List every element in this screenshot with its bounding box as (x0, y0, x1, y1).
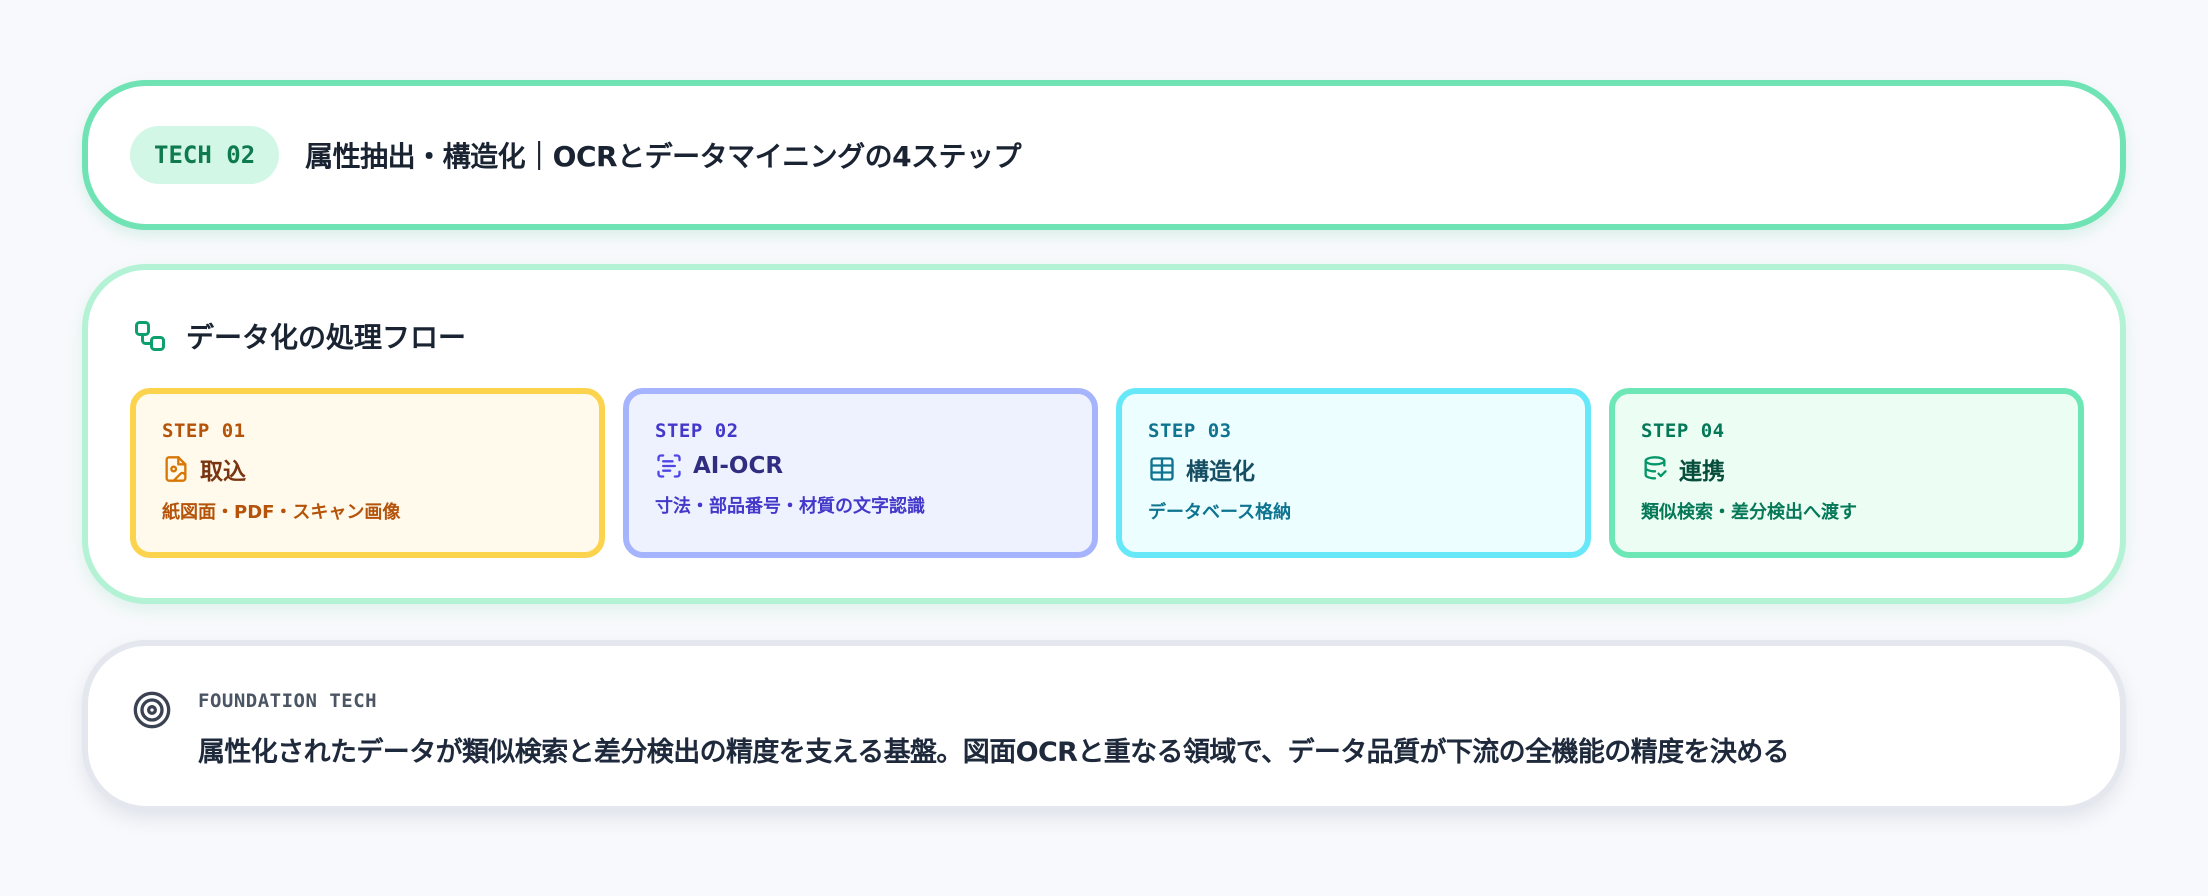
database-icon (1641, 455, 1669, 483)
step-name: 連携 (1679, 459, 1725, 485)
header-card: TECH 02 属性抽出・構造化｜OCRとデータマイニングの4ステップ (82, 80, 2126, 230)
header-title: 属性抽出・構造化｜OCRとデータマイニングの4ステップ (305, 140, 1022, 173)
scan-text-icon (655, 452, 683, 480)
step-card-02: STEP 02 AI-OCR 寸法・部品番号・材質の文字認識 (623, 388, 1098, 558)
step-label: STEP 01 (162, 420, 246, 442)
step-description: 紙図面・PDF・スキャン画像 (162, 502, 401, 523)
step-name: 取込 (200, 459, 246, 485)
step-card-01: STEP 01 取込 紙図面・PDF・スキャン画像 (130, 388, 605, 558)
step-description: データベース格納 (1148, 502, 1292, 523)
foundation-card: FOUNDATION TECH 属性化されたデータが類似検索と差分検出の精度を支… (82, 640, 2126, 812)
table-icon (1148, 455, 1176, 483)
step-description: 寸法・部品番号・材質の文字認識 (655, 496, 925, 517)
flow-title: データ化の処理フロー (186, 321, 467, 354)
step-label: STEP 03 (1148, 420, 1232, 442)
step-description: 類似検索・差分検出へ渡す (1641, 502, 1857, 523)
step-list: STEP 01 取込 紙図面・PDF・スキャン画像 STEP 02 (130, 388, 2084, 558)
step-name: 構造化 (1186, 459, 1255, 485)
step-card-03: STEP 03 構造化 データベース格納 (1116, 388, 1591, 558)
flow-header: データ化の処理フロー (132, 316, 466, 356)
file-image-icon (162, 455, 190, 483)
foundation-label: FOUNDATION TECH (198, 690, 378, 712)
workflow-icon (132, 318, 168, 354)
target-icon (132, 690, 172, 730)
step-card-04: STEP 04 連携 類似検索・差分検出へ渡す (1609, 388, 2084, 558)
step-name: AI-OCR (693, 453, 784, 479)
foundation-text: 属性化されたデータが類似検索と差分検出の精度を支える基盤。図面OCRと重なる領域… (198, 737, 1790, 768)
tech-badge: TECH 02 (130, 126, 280, 184)
step-label: STEP 02 (655, 420, 739, 442)
flow-card: データ化の処理フロー STEP 01 取込 紙図面・PDF・スキャン画像 (82, 264, 2126, 604)
step-label: STEP 04 (1641, 420, 1725, 442)
